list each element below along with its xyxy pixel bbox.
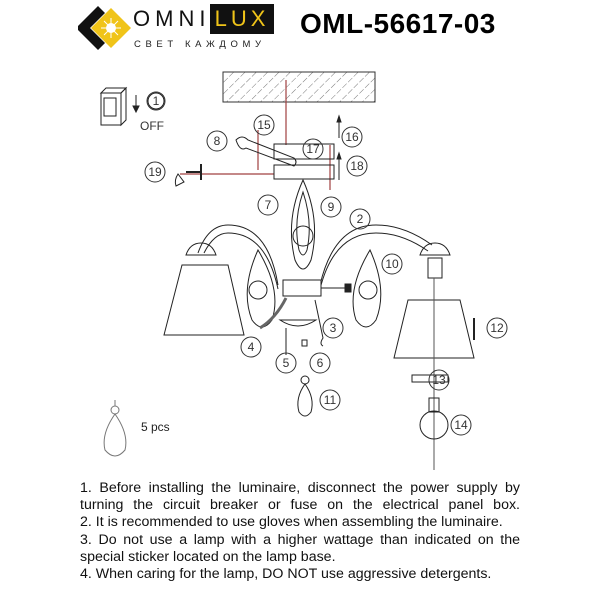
safety-instructions: 1. Before installing the luminaire, disc…	[80, 480, 520, 583]
callout-10: 10	[385, 257, 399, 271]
right-lampshade-icon	[393, 299, 475, 359]
callout-12: 12	[490, 321, 504, 335]
brand-name-omni: OMNI	[133, 6, 211, 31]
callout-17: 17	[306, 142, 320, 156]
callout-2: 2	[357, 212, 364, 226]
brand-name-lux: LUX	[210, 4, 274, 34]
callout-14: 14	[454, 418, 468, 432]
callout-18: 18	[350, 159, 364, 173]
callout-9: 9	[328, 200, 335, 214]
left-lampshade-icon	[163, 264, 245, 336]
callout-1: 1	[153, 94, 160, 108]
callout-8: 8	[214, 134, 221, 148]
instruction-4: 4. When caring for the lamp, DO NOT use …	[80, 566, 492, 583]
off-label: OFF	[140, 119, 164, 133]
callout-19: 19	[148, 165, 162, 179]
instruction-1: 1. Before installing the luminaire, disc…	[80, 480, 520, 514]
crystal-pendant-icon	[103, 400, 127, 457]
callout-7: 7	[265, 198, 272, 212]
instruction-2: 2. It is recommended to use gloves when …	[80, 514, 503, 531]
callout-16: 16	[345, 130, 359, 144]
instruction-3: 3. Do not use a lamp with a higher watta…	[80, 531, 520, 565]
crystal-count-label: 5 pcs	[141, 420, 170, 434]
brand-tagline: СВЕТ КАЖДОМУ	[134, 39, 266, 50]
ceiling-icon	[222, 71, 376, 103]
assembly-diagram: 1 2 3 4 5 6 7 8 9 10 11 12 13 14 15 16 1…	[99, 71, 508, 470]
callout-11: 11	[324, 393, 337, 407]
model-number: OML-56617-03	[300, 8, 496, 39]
breaker-switch-icon	[99, 86, 140, 127]
callout-15: 15	[257, 118, 271, 132]
callout-13: 13	[432, 373, 446, 387]
lightbulb-icon	[419, 410, 449, 440]
callout-3: 3	[330, 321, 337, 335]
omnilux-logo-icon	[78, 6, 131, 50]
callout-6: 6	[317, 356, 324, 370]
callout-5: 5	[283, 356, 290, 370]
callout-4: 4	[248, 340, 255, 354]
